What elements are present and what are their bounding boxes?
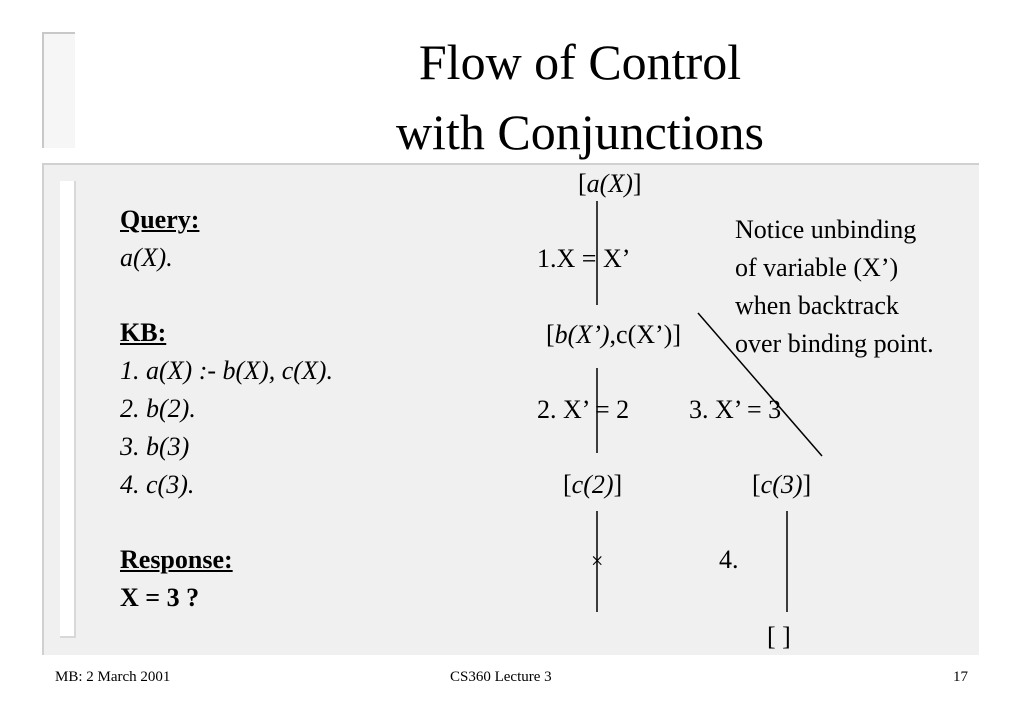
tree-node-c3: [c(3)]: [752, 470, 812, 499]
query-text: a(X).: [120, 243, 173, 272]
binding-3: 3. X’ = 3: [689, 395, 782, 424]
slide-title-line2: with Conjunctions: [395, 104, 765, 160]
query-heading: Query:: [120, 205, 200, 234]
note-line-2: of variable (X’): [735, 253, 899, 282]
kb-clause-1: 1. a(X) :- b(X), c(X).: [120, 356, 333, 385]
kb-clause-3: 3. b(3): [120, 432, 190, 461]
binding-2: 2. X’ = 2: [537, 395, 630, 424]
fail-mark: ×: [591, 548, 604, 573]
note-line-1: Notice unbinding: [735, 215, 917, 244]
tree-node-2: [b(X’),c(X’)]: [546, 320, 681, 349]
footer-course: CS360 Lecture 3: [450, 669, 552, 685]
response-heading: Response:: [120, 545, 233, 574]
response-text: X = 3 ?: [120, 583, 200, 612]
success-node: [ ]: [767, 622, 791, 651]
kb-heading: KB:: [120, 318, 167, 347]
footer-author-date: MB: 2 March 2001: [55, 669, 171, 685]
kb-clause-2: 2. b(2).: [120, 394, 196, 423]
panel-decoration: [60, 181, 76, 638]
edge-node2-to-c3: [697, 312, 823, 457]
rule-4-label: 4.: [719, 545, 739, 574]
tree-node-c2: [c(2)]: [563, 470, 623, 499]
kb-clause-4: 4. c(3).: [120, 470, 195, 499]
note-line-4: over binding point.: [735, 329, 934, 358]
binding-1: 1.X = X’: [537, 244, 631, 273]
tree-root: [a(X)]: [578, 169, 642, 198]
slide-title-line1: Flow of Control: [418, 34, 742, 90]
note-line-3: when backtrack: [735, 291, 899, 320]
content-panel: [42, 163, 979, 655]
page-number: 17: [953, 669, 968, 685]
title-decoration: [42, 32, 75, 148]
